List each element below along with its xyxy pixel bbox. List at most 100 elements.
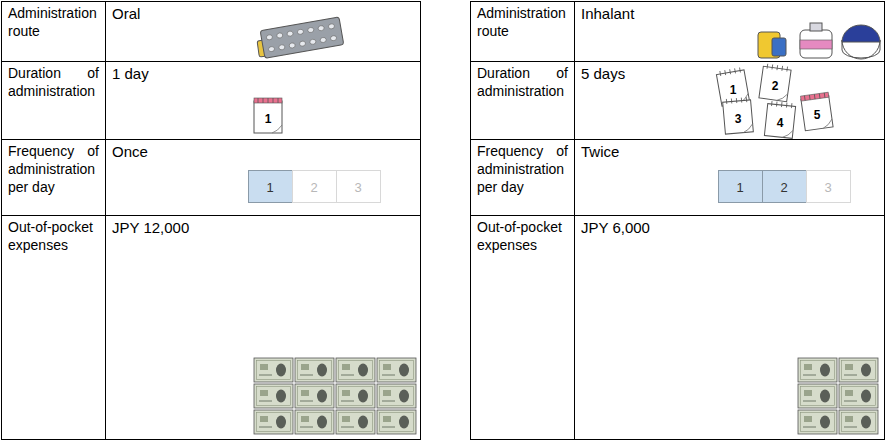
note-seal bbox=[804, 416, 812, 422]
banknote bbox=[798, 410, 837, 434]
calendar-number: 1 bbox=[265, 113, 272, 125]
note-paper bbox=[798, 384, 837, 408]
note-paper bbox=[254, 410, 293, 434]
note-print bbox=[341, 427, 354, 428]
calendar-ring bbox=[263, 98, 264, 103]
note-portrait bbox=[317, 364, 327, 377]
calendar-page bbox=[800, 92, 833, 131]
frequency-box-empty bbox=[337, 171, 381, 203]
disk-inhaler-bottom bbox=[842, 40, 880, 59]
calendar-ring bbox=[731, 99, 732, 104]
calendar-ring bbox=[781, 66, 783, 71]
note-paper bbox=[798, 358, 837, 382]
note-print bbox=[844, 401, 857, 402]
calendar-sheet bbox=[723, 100, 754, 134]
banknote bbox=[336, 358, 375, 382]
note-frame bbox=[257, 361, 291, 380]
calendar-sheet bbox=[254, 101, 282, 133]
note-paper bbox=[336, 410, 375, 434]
row-label: Frequency of administration per day bbox=[8, 143, 99, 197]
disk-inhaler-top bbox=[842, 25, 880, 42]
row-divider bbox=[1, 215, 420, 216]
row-label: Duration of administration bbox=[477, 65, 568, 101]
banknote bbox=[254, 410, 293, 434]
note-portrait bbox=[317, 416, 327, 429]
note-portrait bbox=[820, 390, 830, 403]
calendar-ring bbox=[741, 98, 742, 103]
banknote bbox=[839, 384, 878, 408]
note-frame bbox=[801, 413, 835, 432]
note-seal bbox=[342, 390, 350, 396]
calendar-ring bbox=[734, 68, 736, 73]
note-frame bbox=[257, 387, 291, 406]
cell-value: Oral bbox=[112, 5, 140, 23]
note-paper bbox=[295, 410, 334, 434]
note-frame bbox=[298, 387, 332, 406]
calendar-ring bbox=[767, 64, 769, 69]
note-portrait bbox=[861, 416, 871, 429]
calendar-number: 3 bbox=[735, 113, 742, 125]
calendar-header bbox=[800, 92, 828, 101]
note-paper bbox=[254, 384, 293, 408]
note-paper bbox=[295, 384, 334, 408]
pill-dot bbox=[266, 34, 273, 40]
pill-dot bbox=[276, 32, 283, 38]
note-print bbox=[341, 401, 354, 402]
inhaler-cap bbox=[772, 38, 786, 56]
note-print bbox=[341, 375, 354, 376]
note-paper bbox=[377, 384, 416, 408]
note-seal bbox=[845, 416, 853, 422]
cell-value: JPY 12,000 bbox=[112, 219, 189, 237]
calendar-ring bbox=[804, 96, 806, 101]
banknote bbox=[295, 410, 334, 434]
pill-dot bbox=[328, 23, 335, 29]
note-frame bbox=[380, 361, 414, 380]
note-seal bbox=[260, 364, 268, 370]
column-divider bbox=[574, 1, 575, 440]
row-label: Out-of-pocket expenses bbox=[477, 219, 568, 255]
frequency-number: 1 bbox=[266, 181, 273, 194]
calendar-ring bbox=[268, 98, 269, 103]
note-paper bbox=[254, 358, 293, 382]
frequency-number: 2 bbox=[310, 181, 317, 194]
pill-dot bbox=[318, 25, 325, 31]
note-frame bbox=[801, 387, 835, 406]
bottle-band bbox=[800, 40, 832, 49]
note-print bbox=[382, 401, 395, 402]
cell-value: 1 day bbox=[112, 65, 149, 83]
note-frame bbox=[339, 361, 373, 380]
cell-value: JPY 6,000 bbox=[581, 219, 650, 237]
calendar-ring bbox=[278, 98, 279, 103]
pill-dot bbox=[287, 31, 294, 37]
calendar-number: 5 bbox=[814, 109, 821, 121]
pill-dot bbox=[307, 27, 314, 33]
calendar-ring bbox=[776, 65, 778, 70]
table-grid bbox=[1, 1, 421, 440]
banknote bbox=[839, 410, 878, 434]
table-grid bbox=[470, 1, 885, 440]
row-divider bbox=[470, 215, 884, 216]
cell-value: Twice bbox=[581, 143, 619, 161]
note-seal bbox=[260, 416, 268, 422]
row-label: Administration route bbox=[477, 5, 568, 41]
calendar-ring bbox=[736, 98, 737, 103]
note-seal bbox=[383, 416, 391, 422]
pill-dot bbox=[299, 41, 306, 47]
column-divider bbox=[105, 1, 106, 440]
calendar-ring bbox=[719, 71, 721, 76]
note-seal bbox=[845, 364, 853, 370]
note-print bbox=[803, 427, 816, 428]
calendar-ring bbox=[824, 93, 826, 98]
note-frame bbox=[842, 361, 876, 380]
note-seal bbox=[301, 364, 309, 370]
note-paper bbox=[377, 410, 416, 434]
note-paper bbox=[839, 410, 878, 434]
pill-dot bbox=[297, 29, 304, 35]
note-frame bbox=[842, 387, 876, 406]
calendar-number: 2 bbox=[772, 80, 779, 92]
note-portrait bbox=[276, 364, 286, 377]
note-seal bbox=[342, 416, 350, 422]
note-frame bbox=[298, 361, 332, 380]
frequency-box-empty bbox=[807, 171, 851, 203]
